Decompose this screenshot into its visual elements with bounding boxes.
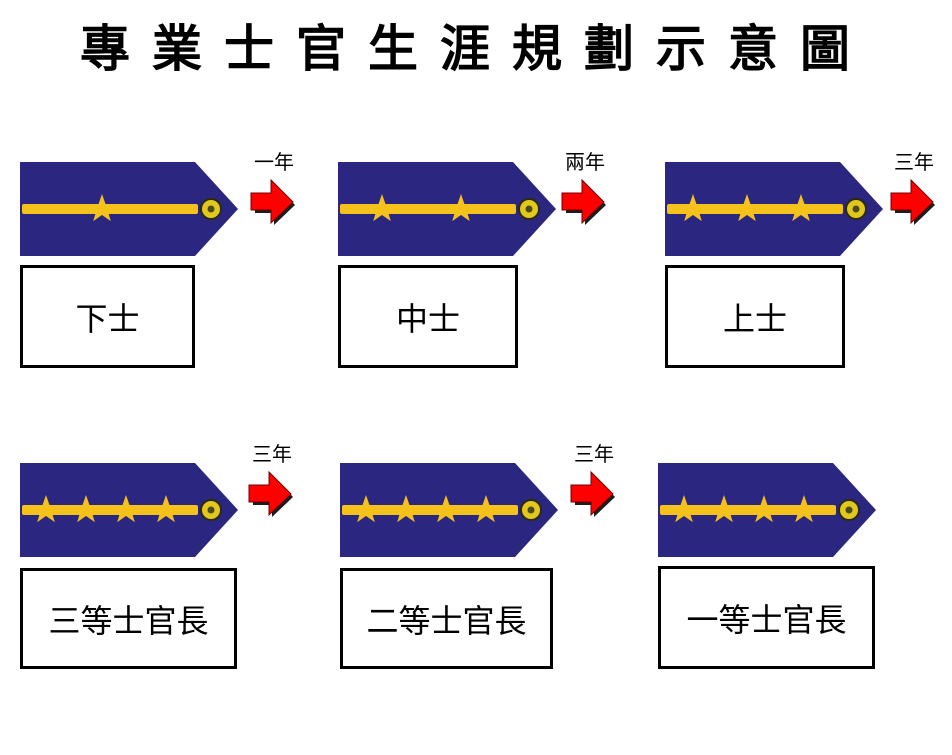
- rank-label-box: 下士: [20, 265, 195, 368]
- rank-star-icon: [151, 495, 181, 523]
- rank-star-icon: [351, 495, 381, 523]
- rank-item-sergeant: 下士: [20, 162, 240, 368]
- epaulette-stripe: [660, 505, 836, 515]
- right-arrow-icon: [570, 470, 615, 517]
- rank-item-second-class-master-sergeant: 二等士官長: [340, 463, 560, 669]
- rank-label: 上士: [722, 299, 787, 338]
- rank-star-icon: [789, 495, 819, 523]
- arrow-shape: [250, 178, 294, 225]
- rank-star-icon: [446, 194, 476, 222]
- rank-item-third-class-master-sergeant: 三等士官長: [20, 463, 240, 669]
- promotion-years-label: 兩年: [565, 150, 605, 174]
- right-arrow-icon: [250, 178, 295, 225]
- rank-star-icon: [786, 194, 816, 222]
- right-arrow-icon: [890, 178, 935, 225]
- promotion-arrow-2: 兩年: [550, 150, 620, 230]
- rank-label: 二等士官長: [366, 601, 527, 640]
- rank-label: 三等士官長: [48, 601, 209, 640]
- promotion-arrow-1: 一年: [239, 150, 309, 230]
- rank-item-sergeant-first-class: 上士: [665, 162, 885, 368]
- promotion-arrow-4: 三年: [237, 442, 307, 522]
- rank-label-box: 上士: [665, 265, 845, 368]
- promotion-years-label: 三年: [574, 442, 614, 466]
- rank-star-icon: [391, 495, 421, 523]
- epaulette-button-center: [207, 506, 215, 514]
- arrow-shape: [890, 178, 934, 225]
- rank-label: 一等士官長: [686, 600, 847, 639]
- rank-label-box: 三等士官長: [20, 568, 237, 669]
- rank-star-icon: [749, 495, 779, 523]
- promotion-years-label: 一年: [254, 150, 294, 174]
- page-title: 專業士官生涯規劃示意圖: [80, 20, 872, 78]
- epaulette-icon: [20, 463, 238, 557]
- epaulette-icon: [338, 162, 556, 256]
- epaulette-button-center: [207, 205, 215, 213]
- epaulette-button-center: [525, 205, 533, 213]
- epaulette-stripe: [340, 204, 516, 214]
- arrow-shape: [561, 178, 605, 225]
- rank-star-icon: [669, 495, 699, 523]
- epaulette-icon: [20, 162, 238, 256]
- rank-star-icon: [367, 194, 397, 222]
- rank-star-icon: [71, 495, 101, 523]
- epaulette-icon: [658, 463, 876, 557]
- rank-label-box: 二等士官長: [340, 568, 553, 669]
- promotion-years-label: 三年: [252, 442, 292, 466]
- arrow-shape: [570, 470, 614, 517]
- rank-label: 中士: [395, 299, 460, 338]
- rank-item-staff-sergeant: 中士: [338, 162, 558, 368]
- epaulette-button-center: [527, 506, 535, 514]
- rank-star-icon: [732, 194, 762, 222]
- rank-star-icon: [709, 495, 739, 523]
- rank-star-icon: [87, 194, 117, 222]
- promotion-arrow-3: 三年: [879, 150, 949, 230]
- epaulette-icon: [340, 463, 558, 557]
- rank-label-box: 中士: [338, 265, 518, 368]
- rank-label-box: 一等士官長: [658, 566, 875, 669]
- right-arrow-icon: [561, 178, 606, 225]
- rank-star-icon: [471, 495, 501, 523]
- rank-star-icon: [31, 495, 61, 523]
- promotion-years-label: 三年: [894, 150, 934, 174]
- epaulette-icon: [665, 162, 883, 256]
- promotion-arrow-5: 三年: [559, 442, 629, 522]
- rank-item-first-class-master-sergeant: 一等士官長: [658, 463, 880, 669]
- epaulette-stripe: [342, 505, 518, 515]
- epaulette-button-center: [845, 506, 853, 514]
- rank-star-icon: [678, 194, 708, 222]
- rank-star-icon: [431, 495, 461, 523]
- epaulette-stripe: [22, 505, 198, 515]
- right-arrow-icon: [248, 470, 293, 517]
- epaulette-button-center: [852, 205, 860, 213]
- rank-label: 下士: [75, 299, 140, 338]
- arrow-shape: [248, 470, 292, 517]
- rank-star-icon: [111, 495, 141, 523]
